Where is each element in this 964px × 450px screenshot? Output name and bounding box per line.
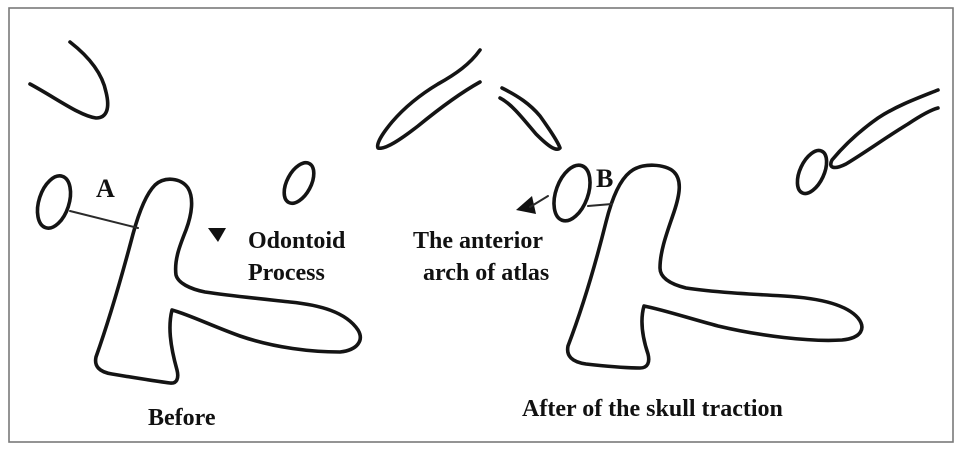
label-atlas-line1: The anterior (413, 228, 543, 254)
odontoid-arrowhead (208, 228, 226, 242)
odontoid-process-outline-after (568, 165, 862, 368)
after-panel: B The anterior arch of atlas After of th… (413, 88, 938, 422)
posterior-arch-oval-after (791, 146, 832, 198)
atlas-arch-oval-after (547, 160, 597, 225)
atlas-arch-oval (31, 172, 76, 233)
caption-after: After of the skull traction (522, 396, 783, 422)
occipital-curve-left (30, 42, 108, 118)
label-atlas-line2: arch of atlas (423, 260, 549, 286)
occipital-curve-right (378, 50, 480, 148)
measurement-line-b (588, 204, 612, 206)
occipital-curve-right-panel-right (831, 90, 938, 167)
measurement-line-a (70, 211, 138, 228)
caption-before: Before (148, 405, 216, 431)
occipital-curve-right-panel-left (500, 88, 560, 149)
label-b: B (596, 164, 613, 193)
figure-border (9, 8, 953, 442)
label-odontoid-line2: Process (248, 260, 325, 286)
label-odontoid-line1: Odontoid (248, 228, 346, 254)
label-a: A (96, 174, 115, 203)
posterior-arch-oval (278, 158, 320, 208)
